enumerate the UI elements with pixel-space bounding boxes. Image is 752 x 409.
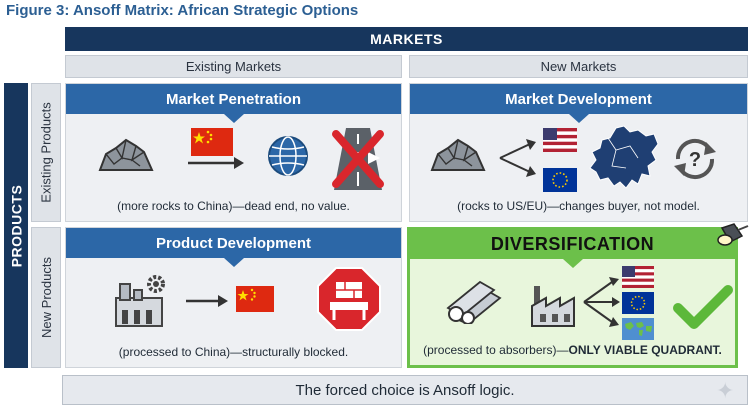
row-existing-products-label: Existing Products	[38, 102, 54, 203]
spotlight-icon	[717, 223, 749, 246]
us-flag-icon	[543, 128, 577, 152]
products-axis-label: PRODUCTS	[4, 83, 28, 368]
row-new-products-label: New Products	[38, 257, 54, 338]
factory-gear-icon	[115, 275, 165, 327]
globe-icon	[268, 136, 308, 176]
quadrant-title: Product Development	[66, 228, 401, 267]
quadrant-title: DIVERSIFICATION	[410, 229, 735, 268]
dead-end-road-icon	[332, 128, 384, 190]
quadrant-diversification: DIVERSIFICATION (processed to absorbers)…	[407, 227, 738, 368]
quadrant-product-development: Product Development (processed to China)…	[65, 227, 402, 368]
quadrant-caption: (more rocks to China)—dead end, no value…	[117, 199, 350, 213]
eu-flag-icon	[622, 292, 654, 314]
quadrant-title: Market Penetration	[66, 84, 401, 123]
question-cycle-icon: ?	[674, 138, 716, 180]
svg-text:?: ?	[689, 149, 701, 171]
arrow-right-icon	[186, 295, 228, 307]
steel-pipes-icon	[446, 280, 502, 324]
figure-title: Figure 3: Ansoff Matrix: African Strateg…	[6, 2, 359, 19]
rocks-icon	[98, 138, 154, 171]
china-flag-icon	[191, 128, 233, 156]
column-existing-markets: Existing Markets	[65, 55, 402, 78]
quadrant-caption: (rocks to US/EU)—changes buyer, not mode…	[457, 199, 700, 213]
sparkle-icon: ✦	[716, 378, 735, 403]
quadrant-market-penetration: Market Penetration (more rocks to China)…	[65, 83, 402, 222]
multi-arrows-icon	[583, 277, 620, 327]
row-existing-products: Existing Products	[31, 83, 61, 222]
products-axis-text: PRODUCTS	[8, 184, 24, 267]
checkmark-icon	[673, 285, 733, 329]
caption-lead: (processed to absorbers)—	[423, 343, 569, 357]
footer-banner: The forced choice is Ansoff logic.	[62, 375, 748, 405]
china-flag-icon	[236, 286, 274, 312]
europe-map-icon	[589, 125, 659, 189]
world-map-icon	[622, 318, 654, 340]
us-flag-icon	[622, 266, 654, 288]
quadrant-title: Market Development	[410, 84, 747, 123]
row-new-products: New Products	[31, 227, 61, 368]
split-arrows-icon	[499, 139, 536, 177]
quadrant-market-development: Market Development ? (rocks to US/EU)—ch…	[409, 83, 748, 222]
arrow-right-icon	[188, 157, 244, 169]
caption-emphasis: ONLY VIABLE QUADRANT.	[568, 343, 722, 357]
markets-axis-label: MARKETS	[65, 27, 748, 51]
column-new-markets: New Markets	[409, 55, 748, 78]
quadrant-caption: (processed to absorbers)—ONLY VIABLE QUA…	[410, 343, 735, 357]
quadrant-caption: (processed to China)—structurally blocke…	[118, 345, 349, 359]
blocked-stop-sign-icon	[317, 267, 381, 331]
rocks-icon	[430, 138, 486, 171]
factory-icon	[531, 286, 575, 327]
eu-flag-icon	[543, 168, 577, 192]
